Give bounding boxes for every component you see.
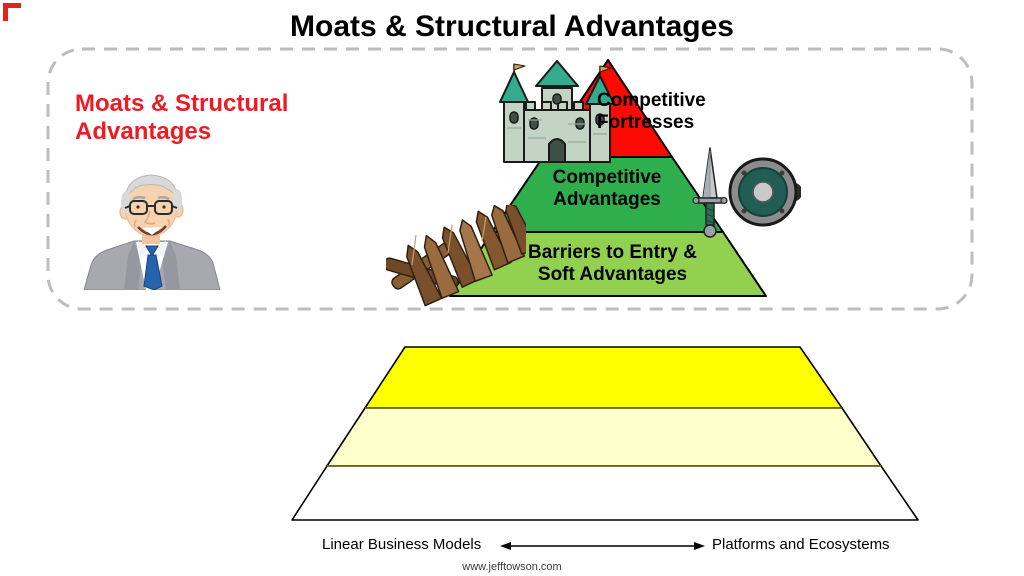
palisade-icon xyxy=(386,205,526,307)
page-title: Moats & Structural Advantages xyxy=(290,10,734,43)
glasses-temple-right xyxy=(171,205,178,209)
eye-right xyxy=(162,205,166,209)
label-competitive-advantages: Competitive Advantages xyxy=(552,167,662,210)
dashed-border-rect xyxy=(46,47,974,311)
dashed-panel-border xyxy=(46,47,974,311)
shield-icon xyxy=(728,157,801,227)
spectrum-trapezoid xyxy=(291,346,919,521)
warren-buffett-portrait-icon xyxy=(83,174,221,290)
eye-left xyxy=(136,205,140,209)
label-platforms-and-ecosystems: Platforms and Ecosystems xyxy=(712,536,890,553)
hair xyxy=(124,174,178,201)
eyebrow-left xyxy=(132,195,146,201)
sword-icon xyxy=(692,147,728,238)
double-arrow-icon xyxy=(500,542,705,550)
hair-side-right xyxy=(172,189,182,211)
spectrum-band-middle xyxy=(326,407,882,467)
label-competitive-fortresses: Competitive Fortresses xyxy=(597,90,706,133)
castle-icon xyxy=(499,60,615,163)
spectrum-band-top xyxy=(364,346,843,409)
collar-left xyxy=(138,241,151,257)
moats-pyramid xyxy=(449,59,767,297)
glasses-temple-left xyxy=(124,205,131,209)
spectrum-band-bottom xyxy=(291,465,919,521)
nose xyxy=(143,210,156,225)
suit-lapel-right xyxy=(162,241,180,290)
collar-right xyxy=(153,241,166,257)
label-linear-business-models: Linear Business Models xyxy=(322,536,482,553)
smile-crease-left xyxy=(133,219,137,228)
footer-url: www.jefftowson.com xyxy=(462,561,562,573)
tie xyxy=(143,254,163,290)
red-corner-mark xyxy=(3,3,21,21)
tie-knot xyxy=(145,245,159,257)
label-barriers-to-entry: Barriers to Entry & Soft Advantages xyxy=(528,242,697,285)
teeth xyxy=(142,227,162,235)
suit-lapel-left xyxy=(124,241,142,290)
glasses-left-lens xyxy=(129,200,148,215)
eyebrow-right xyxy=(157,195,170,201)
smile-crease-right xyxy=(167,218,171,227)
glasses-right-lens xyxy=(154,200,173,215)
moats-heading: Moats & Structural Advantages xyxy=(75,90,289,146)
